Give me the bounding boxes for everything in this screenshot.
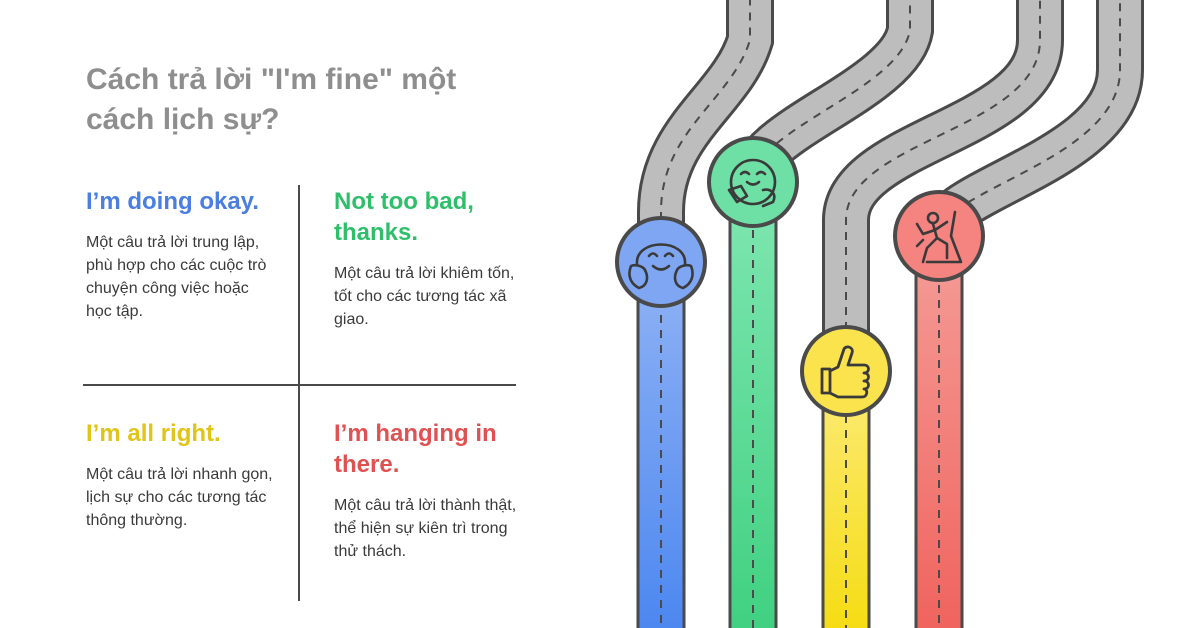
roads-illustration [615, 0, 1144, 628]
yellow-lane [821, 383, 871, 628]
option-hanging-in-there: I’m hanging in there. Một câu trả lời th… [334, 418, 524, 563]
option-heading: Not too bad, thanks. [334, 188, 474, 246]
option-description: Một câu trả lời trung lập, phù hợp cho c… [86, 234, 267, 320]
option-heading: I’m doing okay. [86, 188, 259, 215]
page-title: Cách trả lời "I'm fine" một cách lịch sự… [86, 63, 457, 136]
option-description: Một câu trả lời khiêm tốn, tốt cho các t… [334, 265, 515, 328]
option-all-right: I’m all right. Một câu trả lời nhanh gọn… [86, 418, 276, 532]
option-doing-okay: I’m doing okay. Một câu trả lời trung lậ… [86, 186, 276, 323]
option-description: Một câu trả lời thành thật, thể hiện sự … [334, 497, 517, 560]
thumbs-up-icon [800, 325, 892, 417]
blue-lane [636, 268, 686, 628]
horizontal-divider [83, 384, 516, 386]
climber-icon [893, 190, 985, 282]
option-heading: I’m hanging in there. [334, 420, 497, 478]
option-not-too-bad: Not too bad, thanks. Một câu trả lời khi… [334, 186, 524, 331]
happy-face-icon [615, 216, 707, 308]
green-lane [728, 198, 778, 628]
option-heading: I’m all right. [86, 420, 221, 447]
vertical-divider [298, 185, 300, 601]
calm-face-icon [707, 136, 799, 228]
option-description: Một câu trả lời nhanh gọn, lịch sự cho c… [86, 466, 273, 529]
red-lane [914, 253, 964, 628]
